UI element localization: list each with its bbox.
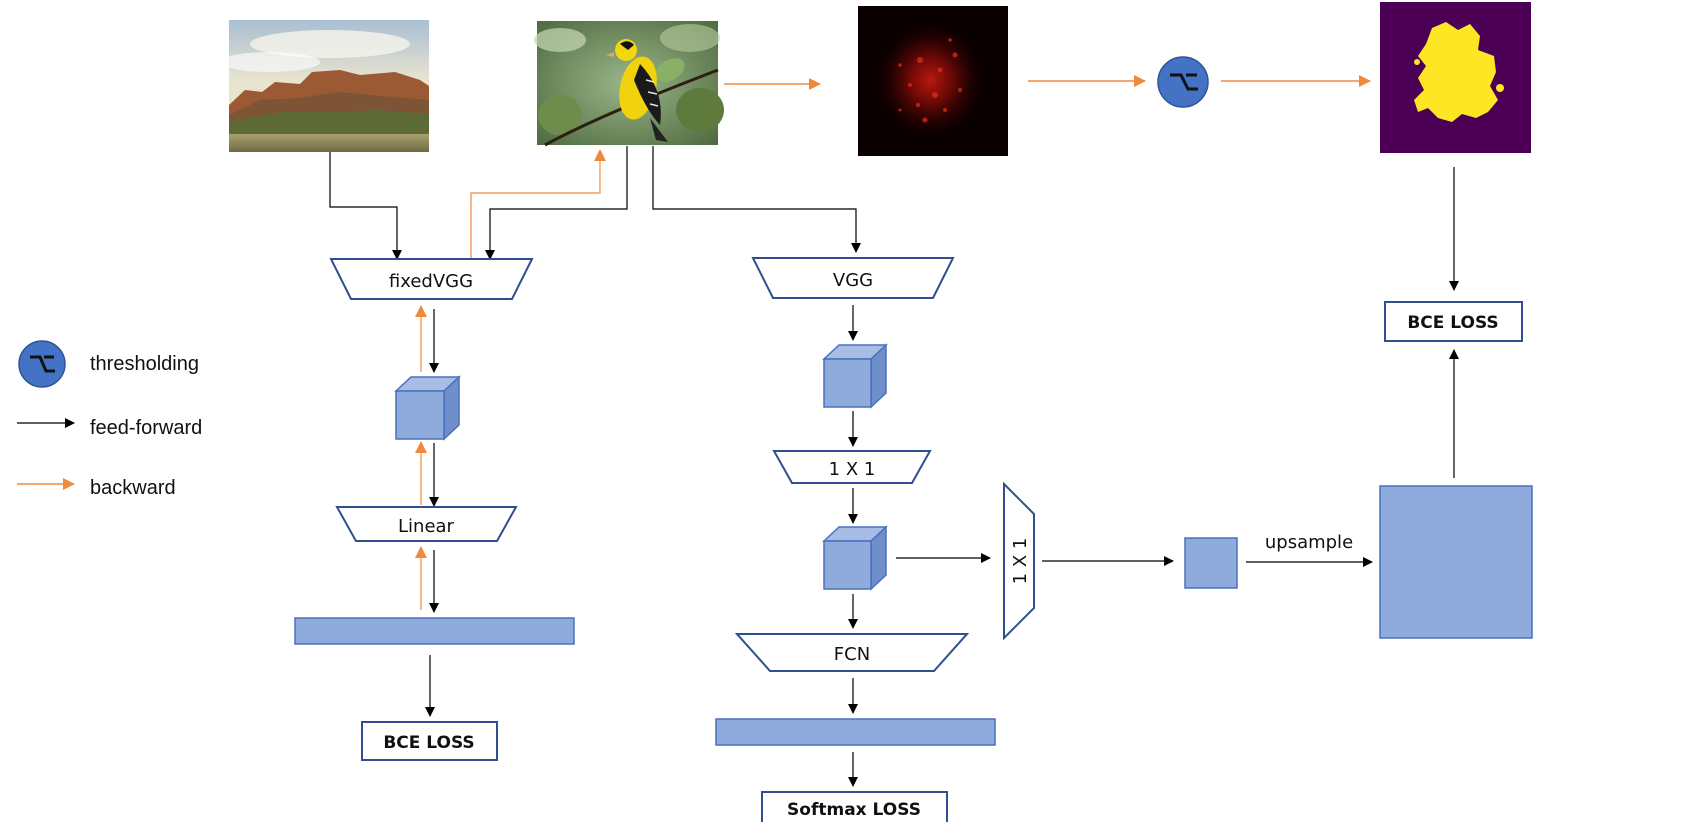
upsampled-map xyxy=(1379,485,1533,639)
fixedvgg-block: fixedVGG xyxy=(329,258,534,300)
legend-feed-forward-label: feed-forward xyxy=(90,417,202,439)
upsample-label: upsample xyxy=(1265,532,1353,553)
threshold-node xyxy=(1157,56,1209,108)
threshold-step-icon xyxy=(1170,73,1198,91)
fixedvgg-label: fixedVGG xyxy=(389,271,473,292)
bce-loss-right-label: BCE LOSS xyxy=(1407,313,1498,333)
conv1x1-block-b: 1 X 1 xyxy=(1003,481,1035,641)
softmax-loss: Softmax LOSS xyxy=(761,791,948,822)
output-vector-middle xyxy=(715,718,996,746)
threshold-step-icon xyxy=(30,355,55,373)
bce-loss-left: BCE LOSS xyxy=(361,721,498,761)
fcn-label: FCN xyxy=(834,644,870,665)
conv1x1-b-label: 1 X 1 xyxy=(1010,538,1031,585)
conv1x1-a-label: 1 X 1 xyxy=(829,459,876,480)
feature-cube-middle-1 xyxy=(822,343,888,409)
feature-cube-left xyxy=(394,375,461,441)
thresholded-mask-image xyxy=(1380,2,1531,153)
legend-thresholding-label: thresholding xyxy=(90,353,199,375)
bird-input-image xyxy=(534,21,724,147)
linear-label: Linear xyxy=(398,516,455,537)
bce-loss-left-label: BCE LOSS xyxy=(383,733,474,753)
legend-threshold: thresholding xyxy=(18,340,199,388)
softmax-loss-label: Softmax LOSS xyxy=(787,800,921,820)
linear-block: Linear xyxy=(335,506,518,542)
forward-arrow-bird-to-vgg xyxy=(652,146,861,253)
small-feature-map xyxy=(1184,537,1238,589)
fcn-block: FCN xyxy=(734,633,970,672)
conv1x1-block-a: 1 X 1 xyxy=(772,450,932,484)
vgg-label: VGG xyxy=(833,270,873,291)
forward-arrow-bird-to-fixedvgg xyxy=(485,146,628,260)
feature-cube-middle-2 xyxy=(822,525,888,591)
bce-loss-right: BCE LOSS xyxy=(1384,301,1523,342)
output-vector-left xyxy=(294,617,575,645)
backward-arrow-fixedvgg-to-bird xyxy=(470,149,606,259)
landscape-input-image xyxy=(220,20,429,152)
legend: thresholding feed-forward backward xyxy=(17,340,202,499)
legend-feed-forward: feed-forward xyxy=(17,417,202,439)
legend-backward-label: backward xyxy=(90,477,176,499)
vgg-block: VGG xyxy=(751,257,955,299)
legend-backward: backward xyxy=(17,477,176,499)
forward-arrow-landscape-to-fixedvgg xyxy=(329,152,402,260)
saliency-map-image xyxy=(858,6,1008,156)
